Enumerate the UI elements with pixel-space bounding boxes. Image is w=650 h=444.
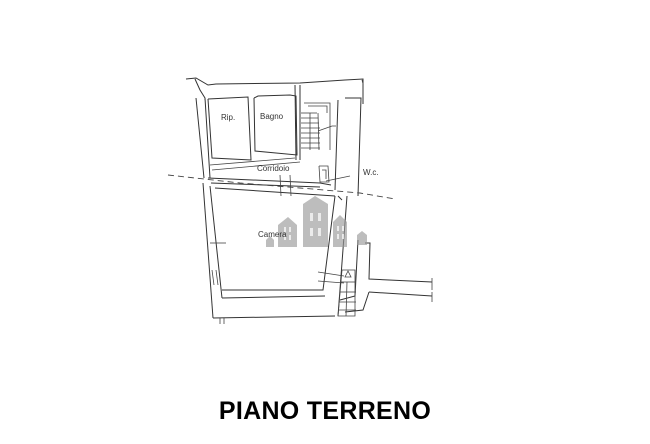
room-label-wc: W.c. <box>363 168 379 177</box>
staircase-lower <box>317 269 356 317</box>
room-label-corridoio: Corridoio <box>257 164 290 173</box>
floor-title: PIANO TERRENO <box>218 397 432 425</box>
staircase-upper <box>301 112 336 151</box>
watermark-houses-icon <box>266 196 367 247</box>
stair-up-arrow-icon <box>344 270 352 278</box>
upper-block-walls <box>185 77 364 197</box>
room-label-camera: Camera <box>258 230 287 239</box>
room-label-bagno: Bagno <box>260 112 284 121</box>
room-label-rip: Rip. <box>221 113 235 122</box>
property-boundary-line <box>167 174 396 200</box>
lower-block-walls <box>202 174 433 324</box>
